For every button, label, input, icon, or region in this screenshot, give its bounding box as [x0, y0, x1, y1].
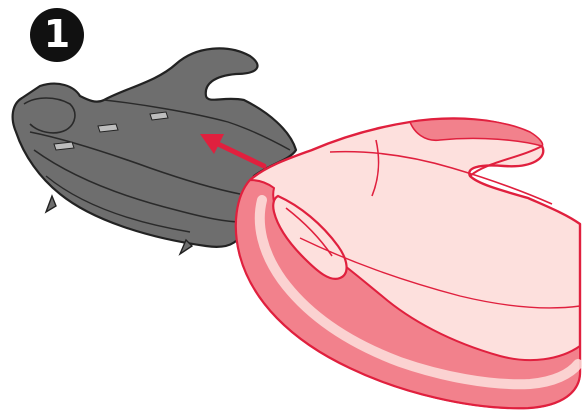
- base-slot: [98, 124, 118, 132]
- step-number-badge: 1: [30, 8, 84, 62]
- base-slot: [54, 142, 74, 150]
- seat-cover-icon: [236, 118, 580, 408]
- base-hook: [46, 196, 56, 212]
- step-number-label: 1: [44, 15, 70, 53]
- base-slot: [150, 112, 168, 120]
